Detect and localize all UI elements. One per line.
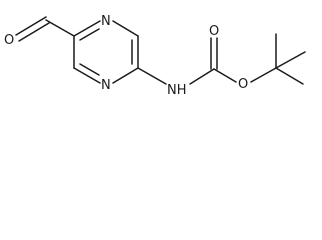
tbutyl-methyl-right xyxy=(275,51,306,69)
atom-label-ring-nitrogen-top: N xyxy=(101,14,111,29)
atom-label-amine-nh: NH xyxy=(167,83,187,98)
ring-bond-c-n-top-inner xyxy=(79,28,100,41)
ring-bond-c-n-top xyxy=(73,20,101,37)
ring-bond-c-n-bottom xyxy=(112,67,139,84)
tbutyl-methyl-down xyxy=(275,67,304,85)
ring-bond-n-bottom-c xyxy=(73,67,101,84)
ring-nh-bond xyxy=(137,67,167,85)
carbonyl-ester-bond xyxy=(213,68,237,83)
atom-label-carbonyl-oxygen: O xyxy=(209,24,219,39)
bond-lines xyxy=(15,16,306,85)
aldehyde-co-bond-2 xyxy=(18,22,50,42)
atom-label-ester-oxygen: O xyxy=(238,77,248,92)
atom-label-aldehyde-oxygen: O xyxy=(4,33,14,48)
ring-bond-n-bottom-c-inner xyxy=(79,63,100,76)
aldehyde-co-bond-1 xyxy=(15,16,47,36)
atom-label-ring-nitrogen-bottom: N xyxy=(101,78,111,93)
ring-bond-n-top-c xyxy=(112,20,139,37)
ester-tbutyl-bond xyxy=(250,67,277,83)
aldehyde-ring-bond xyxy=(45,19,75,37)
atom-labels: O N N NH O O xyxy=(4,14,248,98)
chemical-structure: O N N NH O O xyxy=(4,14,306,98)
nh-carbonyl-bond xyxy=(189,68,215,85)
